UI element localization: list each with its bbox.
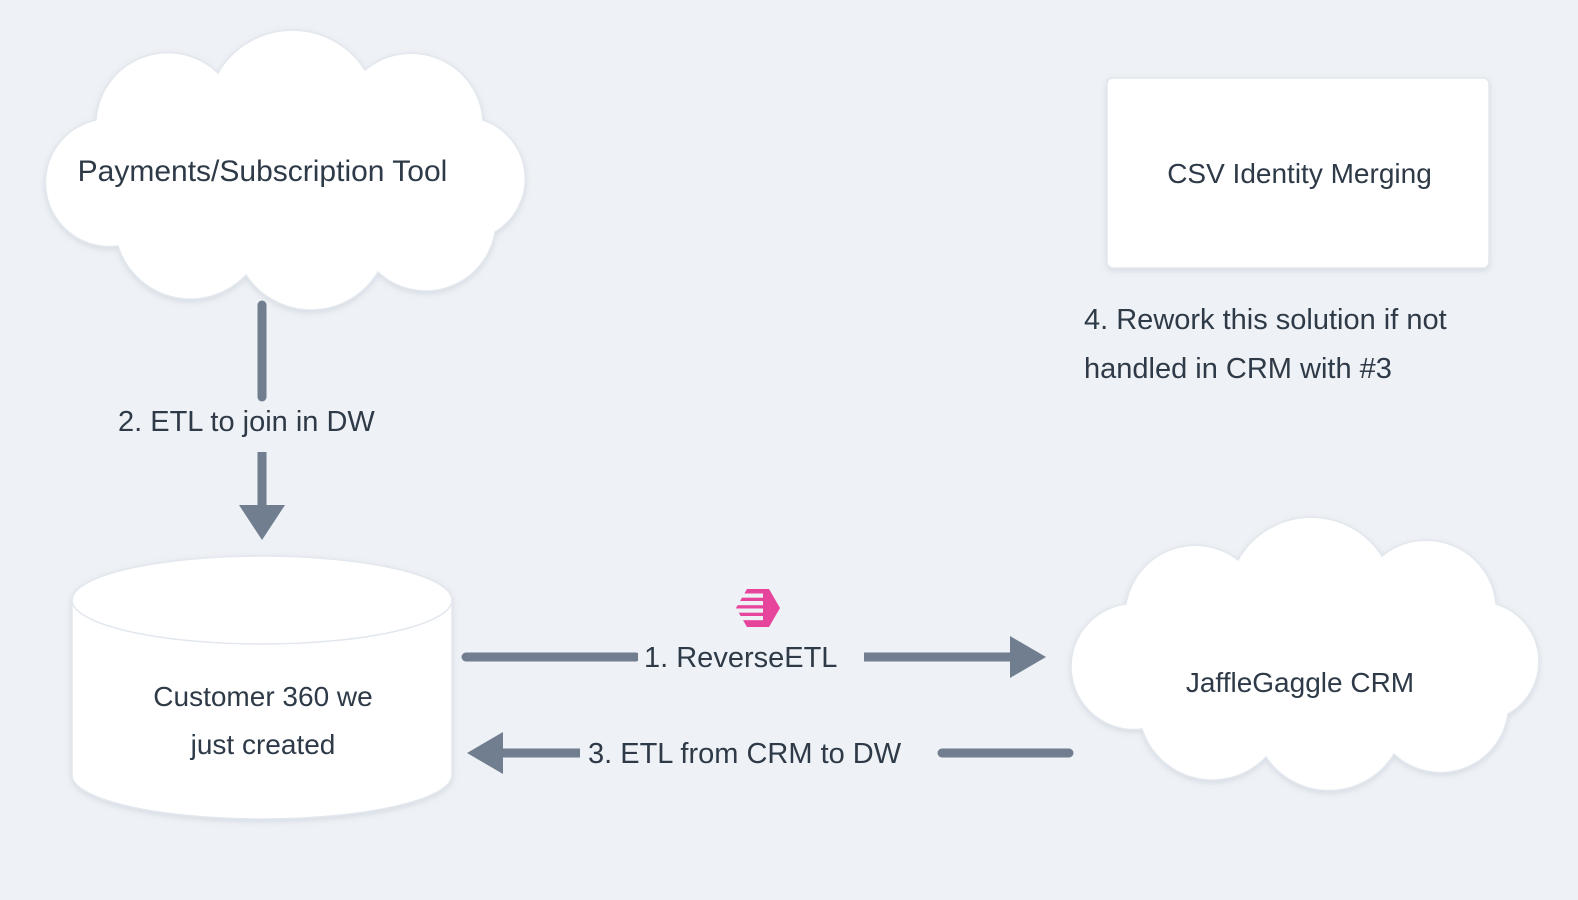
annotation-rework-note: 4. Rework this solution if not handled i… [1084, 304, 1447, 385]
node-payments-subscription-tool[interactable] [44, 29, 526, 311]
node-customer-360-warehouse[interactable] [71, 555, 453, 820]
edge-label-etl-from-crm-to-dw: 3. ETL from CRM to DW [582, 736, 908, 772]
arrowhead-left-icon [467, 732, 503, 774]
cylinder-body [71, 599, 453, 820]
node-jafflegaggle-crm[interactable] [1070, 516, 1540, 792]
arrowhead-down-icon [239, 505, 285, 540]
rectangle-shape [1106, 77, 1490, 269]
node-csv-identity-merging[interactable] [1106, 77, 1490, 269]
cylinder-top [71, 555, 453, 645]
edge-etl-to-join-in-dw[interactable] [239, 300, 285, 540]
hightouch-hexagon-icon [735, 589, 780, 627]
edge-label-reverse-etl: 1. ReverseETL [638, 640, 844, 676]
cloud-shape [44, 29, 526, 311]
edge-label-etl-to-join-in-dw: 2. ETL to join in DW [112, 404, 381, 440]
cloud-shape [1070, 516, 1540, 792]
arrowhead-right-icon [1010, 636, 1046, 678]
edge-etl-from-crm-to-dw[interactable] [467, 732, 1074, 774]
edge-reverse-etl[interactable] [461, 636, 1046, 678]
